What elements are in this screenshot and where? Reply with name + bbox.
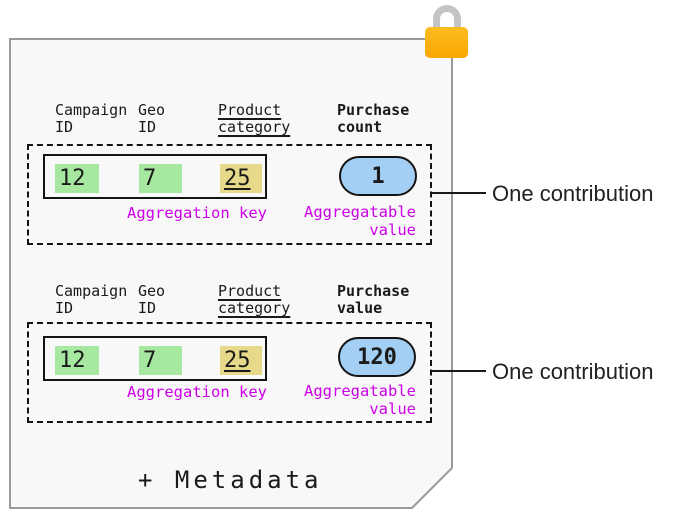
campaign-id-cell: 12 bbox=[55, 346, 99, 375]
contribution-boundary-2 bbox=[27, 322, 432, 423]
aggregation-key-label-1: Aggregation key bbox=[127, 204, 267, 222]
contribution-boundary-1 bbox=[27, 144, 432, 245]
lock-shackle-icon bbox=[433, 5, 461, 38]
aggregation-key-box-1: 12 7 25 bbox=[43, 154, 267, 199]
aggregation-key-box-2: 12 7 25 bbox=[43, 336, 267, 381]
geo-id-cell: 7 bbox=[139, 346, 182, 375]
product-category-cell: 25 bbox=[220, 346, 262, 375]
report-card bbox=[9, 38, 453, 509]
aggregatable-value-oval-2: 120 bbox=[338, 337, 416, 377]
aggregatable-value-label-1: Aggregatable value bbox=[304, 203, 416, 239]
aggregation-key-label-2: Aggregation key bbox=[127, 383, 267, 401]
metadata-note: + Metadata bbox=[138, 466, 323, 494]
aggregatable-value-oval-1: 1 bbox=[339, 156, 417, 196]
product-category-cell: 25 bbox=[220, 164, 262, 193]
one-contribution-annotation-1: One contribution bbox=[492, 181, 654, 206]
one-contribution-annotation-2: One contribution bbox=[492, 359, 654, 384]
lock-icon bbox=[425, 27, 468, 58]
campaign-id-cell: 12 bbox=[55, 164, 99, 193]
aggregatable-value-label-2: Aggregatable value bbox=[304, 382, 416, 418]
geo-id-cell: 7 bbox=[139, 164, 182, 193]
